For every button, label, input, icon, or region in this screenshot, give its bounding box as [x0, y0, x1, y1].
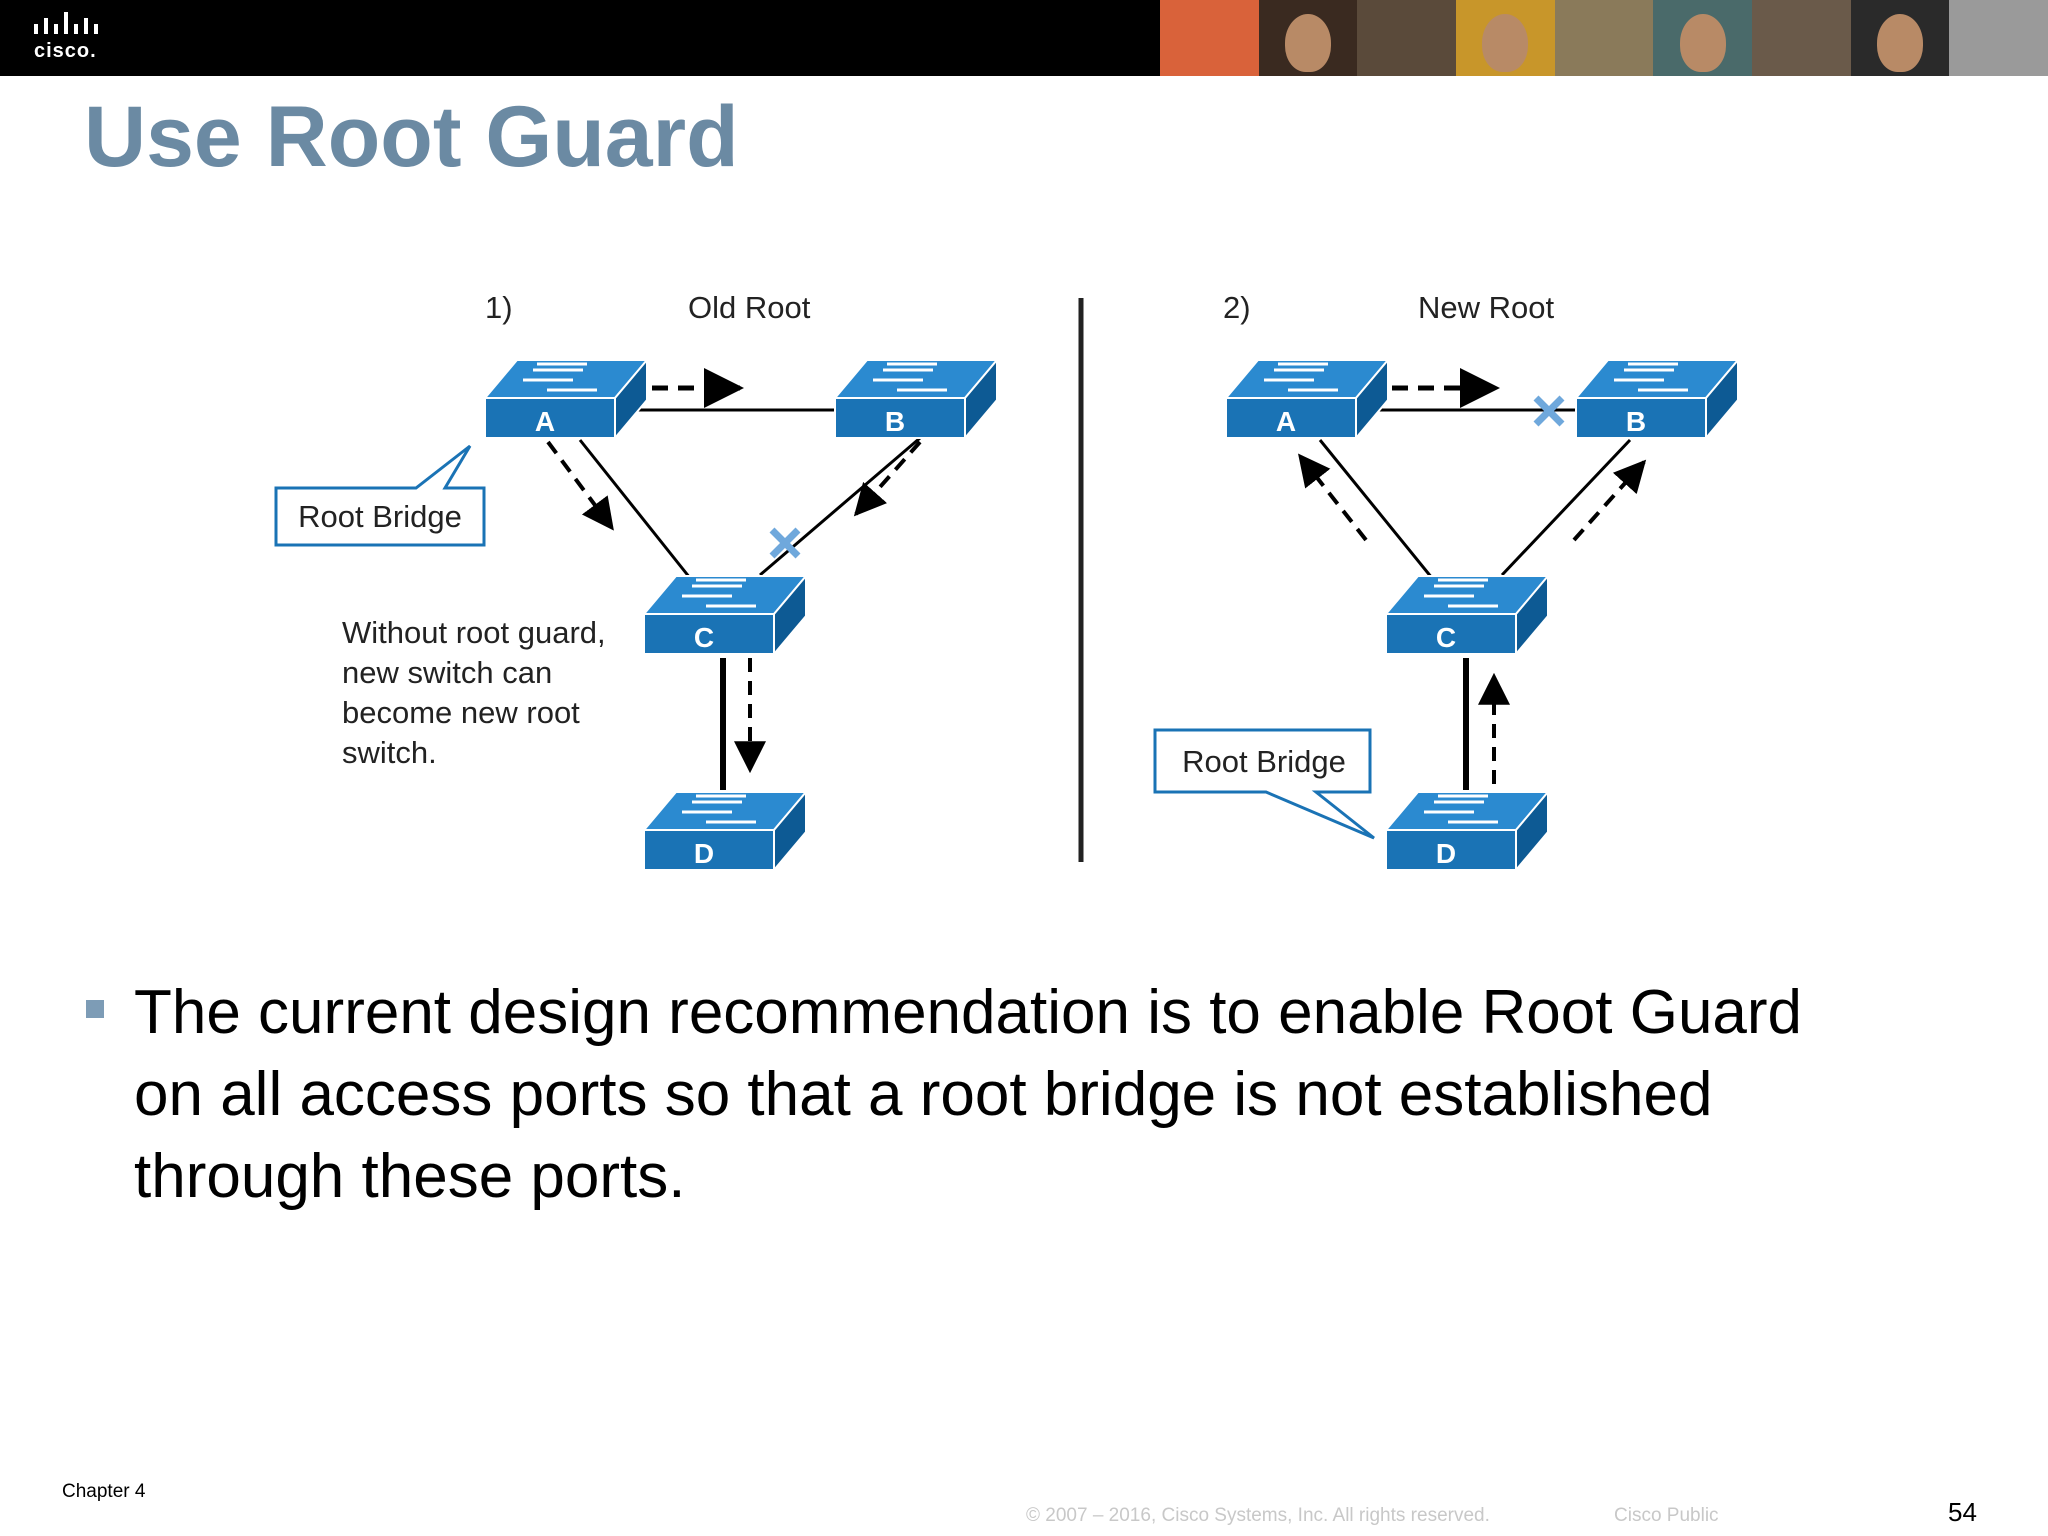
photo-face-icon: [1679, 14, 1726, 72]
switch-label: C: [694, 622, 714, 653]
panel-heading: Old Root: [688, 290, 811, 325]
header-photo: [1653, 0, 1753, 76]
header-photo: [1258, 0, 1358, 76]
switch-c: C: [1384, 574, 1550, 656]
switch-label: A: [535, 406, 555, 437]
bpdu-arrow-b-c: [853, 440, 922, 517]
switch-a: A: [1224, 358, 1390, 440]
link-a-c: [578, 439, 692, 579]
panel-step-label: 2): [1223, 290, 1251, 325]
slide-title: Use Root Guard: [84, 89, 739, 185]
bpdu-arrow-c-a: [1298, 453, 1368, 542]
panel-step-label: 1): [485, 290, 513, 325]
header-photo: [1357, 0, 1457, 76]
bpdu-arrow-a-c: [546, 440, 614, 531]
photo-face-icon: [1877, 14, 1924, 72]
bullet-item: The current design recommendation is to …: [134, 978, 1803, 1211]
cisco-bars-icon: [34, 12, 98, 34]
bpdu-arrow-c-b: [1572, 459, 1647, 542]
callout-label: Root Bridge: [298, 499, 462, 534]
cisco-logo-text: cisco.: [34, 40, 97, 62]
chapter-label: Chapter 4: [62, 1481, 146, 1502]
photo-strip: [1160, 0, 2048, 76]
link-a-c: [1318, 439, 1434, 579]
note-line: Without root guard,: [342, 615, 606, 650]
link-b-c: [1500, 438, 1632, 577]
switch-label: C: [1436, 622, 1456, 653]
callout-label: Root Bridge: [1182, 744, 1346, 779]
header-bar: cisco.: [0, 0, 2048, 76]
copyright-text: © 2007 – 2016, Cisco Systems, Inc. All r…: [1026, 1505, 1490, 1526]
photo-face-icon: [1285, 14, 1331, 72]
switch-label: D: [694, 838, 714, 869]
photo-face-icon: [1482, 14, 1529, 72]
root-guard-note: Without root guard, new switch can becom…: [342, 615, 614, 770]
header-photo: [1554, 0, 1654, 76]
header-photo: [1160, 0, 1259, 76]
panel-heading: New Root: [1418, 290, 1554, 325]
bullet-square-icon: [86, 1000, 104, 1018]
switch-label: A: [1276, 406, 1296, 437]
panel-2: A B C D 2) New Root Root Bridge: [1153, 290, 1740, 872]
blocked-port-x-icon: [1533, 395, 1565, 427]
header-photo: [1752, 0, 1851, 76]
root-bridge-callout: [1153, 728, 1375, 840]
switch-label: D: [1436, 838, 1456, 869]
switch-b: B: [1574, 358, 1740, 440]
page-number: 54: [1948, 1497, 1977, 1527]
switch-a: A: [483, 358, 649, 440]
link-b-c: [759, 436, 921, 577]
note-line: new switch can: [342, 655, 552, 690]
switch-label: B: [885, 406, 905, 437]
root-guard-diagram: A B C D 1) Old Root Root Bridge Without …: [274, 290, 1740, 872]
blocked-port-x-icon: [769, 527, 801, 559]
note-line: become new root: [342, 695, 580, 730]
switch-d: D: [1384, 790, 1550, 872]
switch-c: C: [642, 574, 808, 656]
header-photo: [1850, 0, 1950, 76]
switch-d: D: [642, 790, 808, 872]
switch-b: B: [833, 358, 999, 440]
panel-1: A B C D 1) Old Root Root Bridge Without …: [274, 290, 999, 872]
classification-label: Cisco Public: [1614, 1505, 1719, 1526]
header-photo: [1949, 0, 2048, 76]
note-line: switch.: [342, 735, 437, 770]
header-photo: [1456, 0, 1555, 76]
switch-label: B: [1626, 406, 1646, 437]
cisco-logo: cisco.: [30, 12, 120, 68]
root-bridge-callout: [274, 444, 486, 547]
